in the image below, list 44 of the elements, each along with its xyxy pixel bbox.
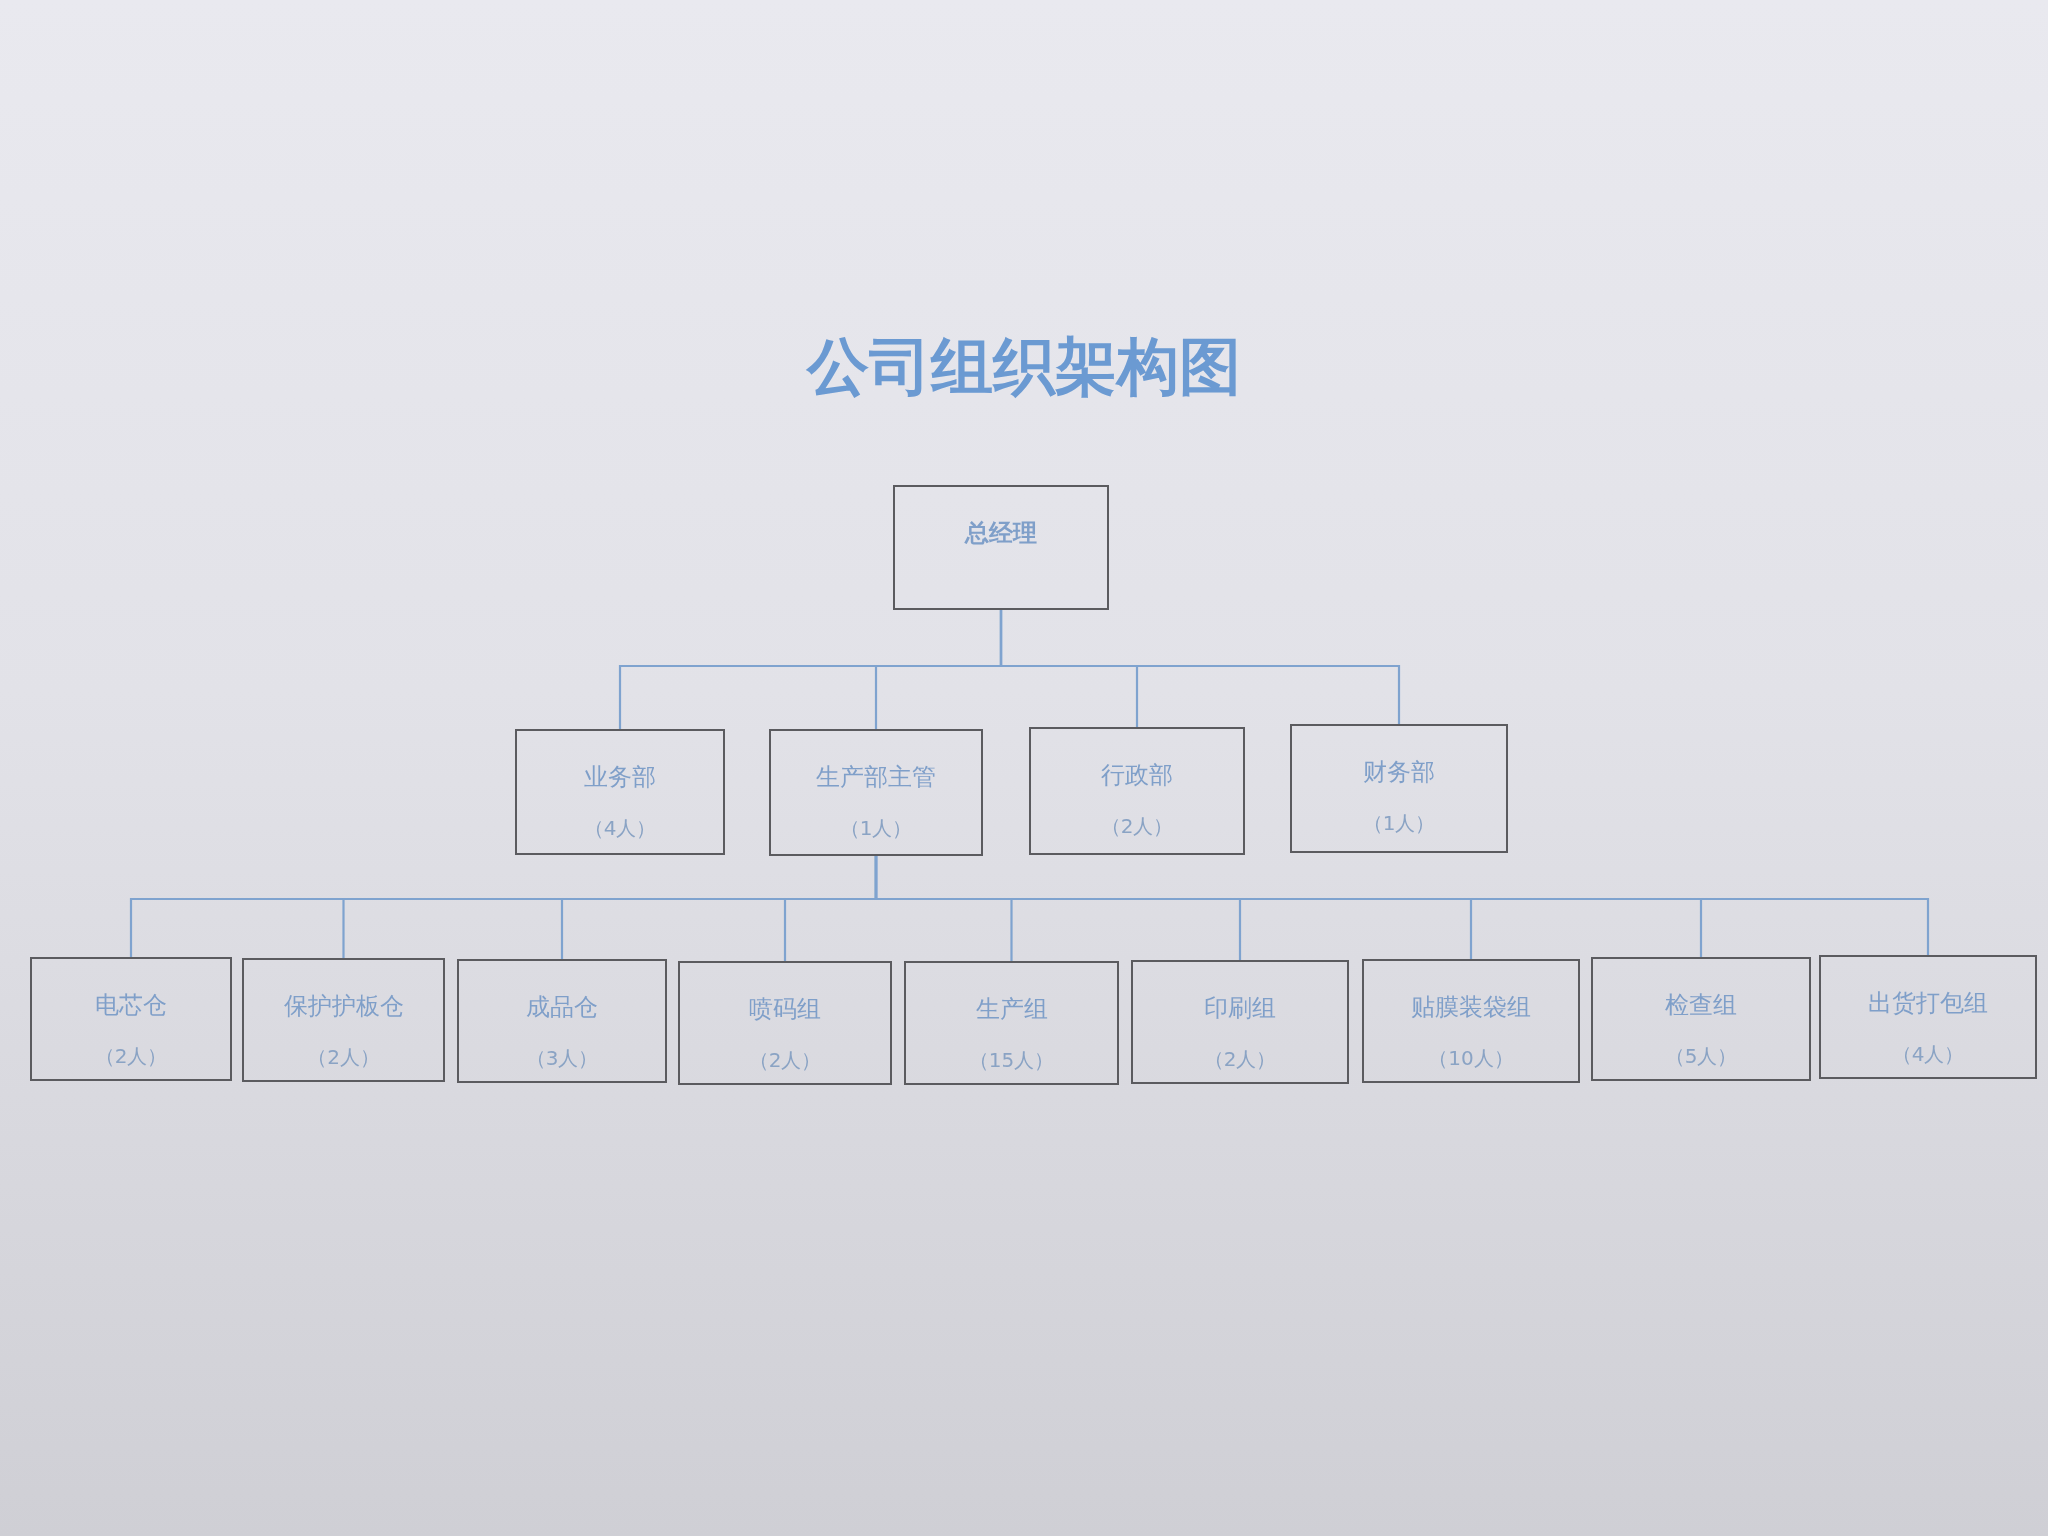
headcount: （3人）: [525, 1045, 599, 1070]
org-box: [1131, 960, 1349, 1084]
headcount: （2人）: [748, 1047, 822, 1072]
unit-name: 电芯仓: [95, 991, 167, 1020]
org-box: [1362, 959, 1580, 1083]
unit-name: 喷码组: [749, 995, 821, 1024]
org-box: [1591, 957, 1811, 1081]
headcount: （2人）: [1203, 1046, 1277, 1071]
headcount: （2人）: [1100, 813, 1174, 838]
headcount: （4人）: [583, 815, 657, 840]
chart-title: 公司组织架构图: [807, 330, 1241, 405]
unit-name: 生产组: [975, 995, 1048, 1024]
org-box: [1290, 724, 1508, 853]
org-box: [904, 961, 1119, 1085]
unit-name: 贴膜装袋组: [1411, 993, 1531, 1022]
org-box: [769, 729, 983, 856]
unit-name: 业务部: [584, 763, 656, 792]
headcount: （15人）: [968, 1047, 1055, 1072]
unit-name: 出货打包组: [1868, 989, 1988, 1018]
org-box: [678, 961, 892, 1085]
unit-name: 生产部主管: [816, 763, 936, 792]
headcount: （4人）: [1891, 1041, 1965, 1066]
unit-name: 保护护板仓: [283, 992, 404, 1021]
org-box: [30, 957, 232, 1081]
unit-name: 印刷组: [1204, 994, 1276, 1023]
unit-name: 总经理: [965, 519, 1037, 548]
unit-name: 财务部: [1363, 758, 1435, 787]
org-box: [242, 958, 445, 1082]
connector-line: [999, 610, 1401, 724]
org-box: [893, 485, 1109, 610]
unit-name: 成品仓: [526, 993, 598, 1022]
headcount: （5人）: [1664, 1043, 1738, 1068]
headcount: （10人）: [1428, 1045, 1514, 1070]
org-box: [1819, 955, 2037, 1079]
connector-line: [874, 856, 1930, 955]
headcount: （2人）: [94, 1043, 168, 1068]
org-box: [1029, 727, 1245, 855]
unit-name: 行政部: [1101, 761, 1173, 790]
headcount: （1人）: [839, 815, 913, 840]
org-box: [515, 729, 725, 855]
headcount: （2人）: [307, 1044, 380, 1069]
org-box: [457, 959, 667, 1083]
headcount: （1人）: [1362, 810, 1436, 835]
unit-name: 检查组: [1665, 991, 1737, 1020]
